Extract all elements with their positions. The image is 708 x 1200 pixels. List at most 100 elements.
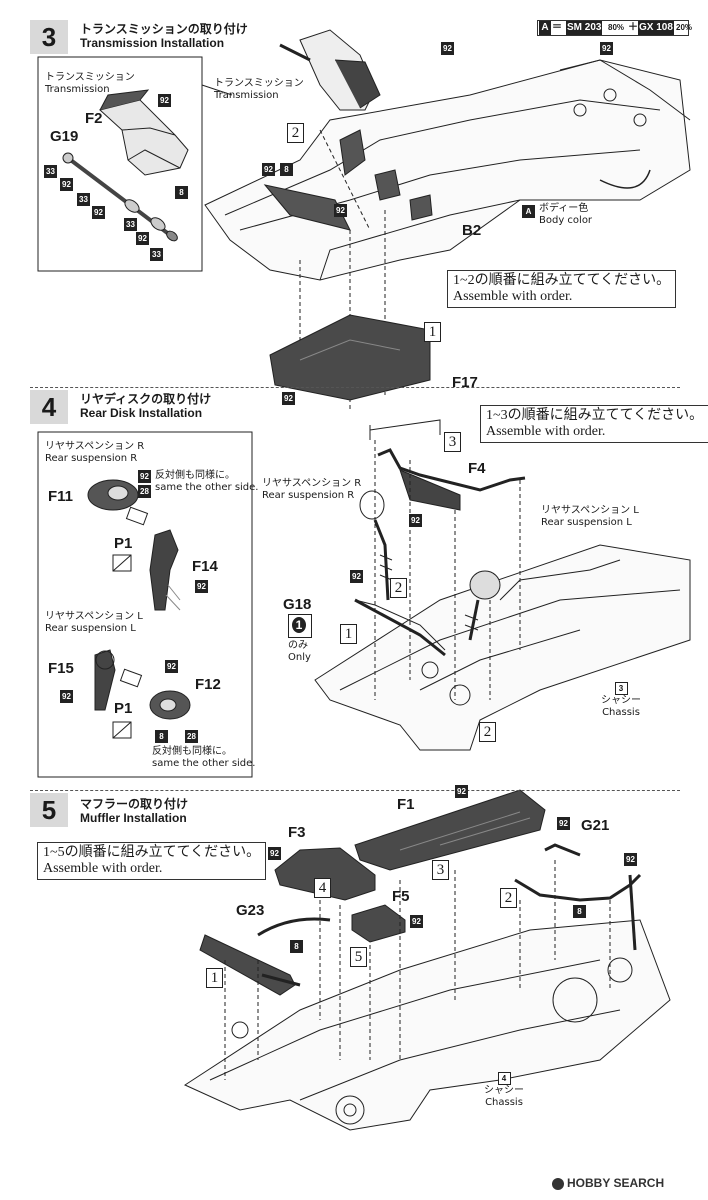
part-g18: G18 [283, 596, 312, 613]
step-5-order-jp: 1~5の順番に組み立ててください。 [43, 845, 261, 860]
paint-tag-92: 92 [455, 785, 468, 798]
paint-tag-92: 92 [60, 690, 73, 703]
paint-pct-1: 80% [608, 23, 625, 32]
other-side-en-l: same the other side. [152, 758, 256, 769]
order-5: 5 [350, 947, 367, 967]
paint-plus: ＋ [628, 22, 638, 33]
part-p1: P1 [114, 535, 133, 552]
step-3-title-en: Transmission Installation [80, 36, 225, 50]
paint-tag-8: 8 [573, 905, 586, 918]
paint-tag-92: 92 [350, 570, 363, 583]
paint-tag-8: 8 [290, 940, 303, 953]
part-f17: F17 [452, 374, 478, 391]
paint-tag-28: 28 [138, 485, 151, 498]
paint-tag-92: 92 [158, 94, 171, 107]
chassis-ref-number: 3 [614, 682, 628, 695]
paint-tag-92: 92 [410, 915, 423, 928]
paint-tag-33: 33 [150, 248, 163, 261]
part-g21: G21 [581, 817, 610, 834]
paint-tag-33: 33 [44, 165, 57, 178]
paint-tag-92: 92 [165, 660, 178, 673]
step-4-title-en: Rear Disk Installation [80, 406, 203, 420]
only-jp: のみ [288, 640, 308, 651]
paint-key-letter: A [539, 21, 551, 35]
susp-r-en: Rear suspension R [262, 490, 355, 501]
paint-tag-92: 92 [60, 178, 73, 191]
order-2: 2 [500, 888, 517, 908]
step-5-number: 5 [30, 793, 68, 827]
paint-tag-92: 92 [136, 232, 149, 245]
paint-tag-92: 92 [409, 514, 422, 527]
paint-tag-8: 8 [155, 730, 168, 743]
step-4-order-note: 1~3の順番に組み立ててください。 Assemble with order. [480, 405, 708, 443]
inset-susp-l-en: Rear suspension L [45, 623, 136, 634]
only-badge: 1 [288, 614, 312, 638]
step-3-order-note: 1~2の順番に組み立ててください。 Assemble with order. [447, 270, 677, 308]
other-side-en: same the other side. [155, 482, 259, 493]
paint-tag-92: 92 [138, 470, 151, 483]
part-g19: G19 [50, 128, 79, 145]
paint-tag-33: 33 [77, 193, 90, 206]
divider [30, 387, 680, 388]
paint-tag-92: 92 [92, 206, 105, 219]
susp-r-jp: リヤサスペンション R [262, 478, 362, 489]
inset-transmission-jp: トランスミッション [45, 72, 135, 83]
susp-l-en: Rear suspension L [541, 517, 632, 528]
step-5-title-jp: マフラーの取り付け [80, 797, 189, 811]
step-4-title-jp: リヤディスクの取り付け [80, 392, 212, 406]
watermark-logo-icon [552, 1177, 564, 1190]
step-5-order-note: 1~5の順番に組み立ててください。 Assemble with order. [37, 842, 267, 880]
paint-tag-92: 92 [441, 42, 454, 55]
step-3-order-jp: 1~2の順番に組み立ててください。 [453, 273, 671, 288]
paint-tag-8: 8 [175, 186, 188, 199]
paint-code-1: SM 203 [566, 21, 603, 35]
paint-tag-92: 92 [334, 204, 347, 217]
susp-l-jp: リヤサスペンション L [541, 505, 639, 516]
body-color-letter: A [522, 205, 535, 218]
callout-transmission-en: Transmission [214, 90, 279, 101]
paint-tag-92: 92 [262, 163, 275, 176]
chassis-ref-4: 4 シャシー Chassis [484, 1072, 524, 1109]
chassis-en: Chassis [602, 707, 640, 718]
chassis-ref-number: 4 [497, 1072, 511, 1085]
body-color-en: Body color [539, 215, 593, 226]
divider [30, 790, 680, 791]
watermark-text: HOBBY SEARCH [567, 1176, 665, 1190]
step-4-order-en: Assemble with order. [486, 424, 606, 439]
paint-tag-8: 8 [280, 163, 293, 176]
step-4-number: 4 [30, 390, 68, 424]
part-f11: F11 [48, 488, 74, 505]
part-f1: F1 [397, 796, 415, 813]
part-f4: F4 [468, 460, 486, 477]
step-4-order-jp: 1~3の順番に組み立ててください。 [486, 408, 704, 423]
step-5-order-en: Assemble with order. [43, 861, 163, 876]
order-4: 4 [314, 878, 331, 898]
paint-tag-92: 92 [282, 392, 295, 405]
order-2: 2 [287, 123, 304, 143]
chassis-ref-3: 3 シャシー Chassis [601, 682, 641, 719]
paint-code-2: GX 108 [638, 21, 674, 35]
chassis-jp: シャシー [484, 1085, 524, 1096]
inset-susp-l-jp: リヤサスペンション L [45, 611, 143, 622]
part-g23: G23 [236, 902, 265, 919]
part-f3: F3 [288, 824, 306, 841]
paint-tag-92: 92 [624, 853, 637, 866]
part-b2: B2 [462, 222, 482, 239]
paint-pct-2: 20% [676, 23, 693, 32]
order-1: 1 [206, 968, 223, 988]
watermark: HOBBY SEARCH [552, 1176, 664, 1190]
part-f15: F15 [48, 660, 74, 677]
order-1: 1 [340, 624, 357, 644]
other-side-jp: 反対側も同様に。 [155, 470, 235, 481]
order-2: 2 [390, 578, 407, 598]
paint-tag-92: 92 [268, 847, 281, 860]
order-3: 3 [444, 432, 461, 452]
paint-tag-28: 28 [185, 730, 198, 743]
step-5-title-en: Muffler Installation [80, 811, 187, 825]
only-number: 1 [292, 617, 306, 633]
step-3-number: 3 [30, 20, 68, 54]
part-f14: F14 [192, 558, 218, 575]
part-f12: F12 [195, 676, 221, 693]
paint-key-eq: ＝ [552, 22, 562, 33]
